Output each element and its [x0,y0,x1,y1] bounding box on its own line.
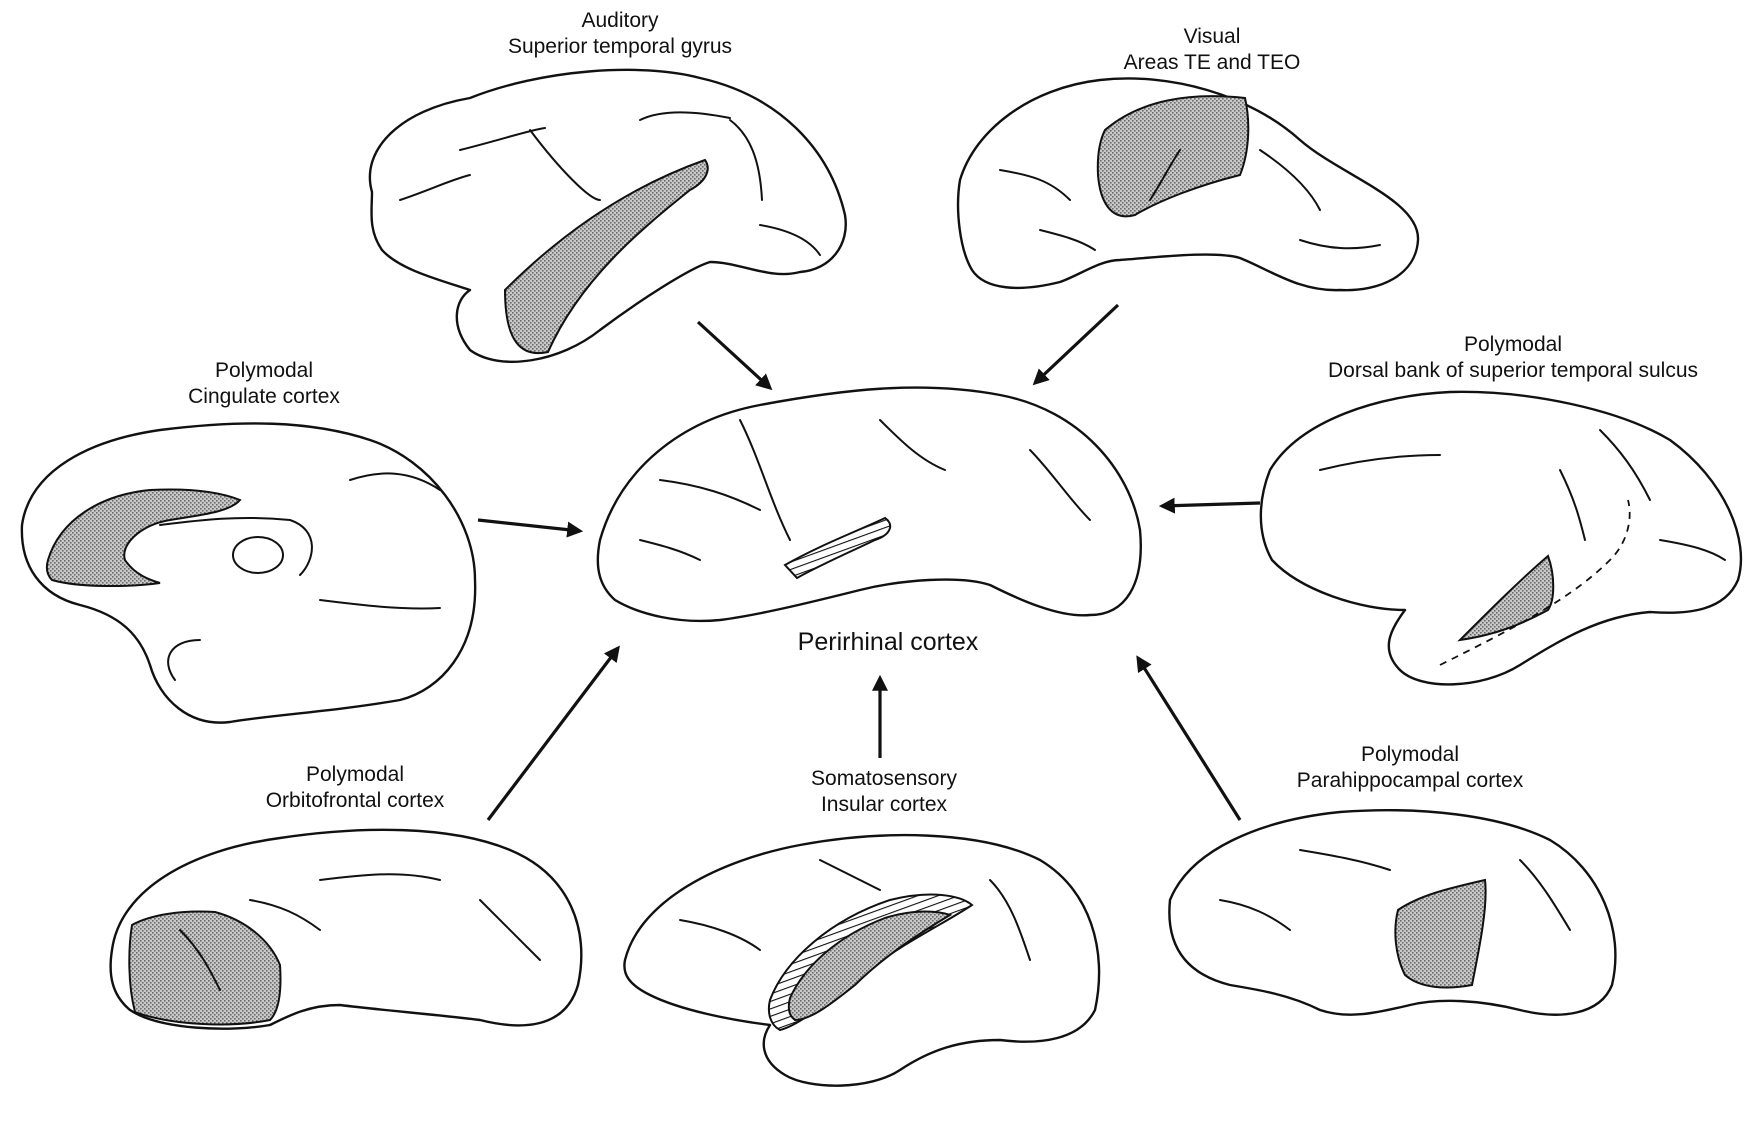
arrow-cingulate [478,520,580,531]
label-insular-modality: Somatosensory [811,766,957,792]
brain-cingulate [22,423,475,722]
label-sts-modality: Polymodal [1328,332,1698,358]
brain-perirhinal [598,388,1141,621]
label-auditory-modality: Auditory [508,8,732,34]
label-parahippocampal: Polymodal Parahippocampal cortex [1297,742,1523,794]
label-parahippocampal-modality: Polymodal [1297,742,1523,768]
label-cingulate-region: Cingulate cortex [188,384,340,410]
arrow-orbitofrontal [488,648,618,820]
label-cingulate-modality: Polymodal [188,358,340,384]
label-sts: Polymodal Dorsal bank of superior tempor… [1328,332,1698,384]
brain-parahippocampal [1169,810,1615,1014]
label-visual-region: Areas TE and TEO [1124,50,1301,76]
label-parahippocampal-region: Parahippocampal cortex [1297,768,1523,794]
brain-visual [958,78,1418,290]
label-perirhinal: Perirhinal cortex [798,628,979,657]
arrow-visual [1035,305,1118,383]
label-auditory: Auditory Superior temporal gyrus [508,8,732,60]
brain-orbitofrontal [111,830,582,1029]
brain-auditory [370,70,846,362]
arrow-sts [1162,503,1260,506]
label-auditory-region: Superior temporal gyrus [508,34,732,60]
label-orbitofrontal-modality: Polymodal [266,762,445,788]
label-visual-modality: Visual [1124,24,1301,50]
arrow-parahippocampal [1138,658,1240,820]
brain-insular [624,835,1099,1086]
label-insular: Somatosensory Insular cortex [811,766,957,818]
brain-sts [1261,392,1741,685]
label-orbitofrontal: Polymodal Orbitofrontal cortex [266,762,445,814]
label-cingulate: Polymodal Cingulate cortex [188,358,340,410]
label-sts-region: Dorsal bank of superior temporal sulcus [1328,358,1698,384]
label-visual: Visual Areas TE and TEO [1124,24,1301,76]
label-insular-region: Insular cortex [811,792,957,818]
label-orbitofrontal-region: Orbitofrontal cortex [266,788,445,814]
arrow-auditory [698,322,770,388]
